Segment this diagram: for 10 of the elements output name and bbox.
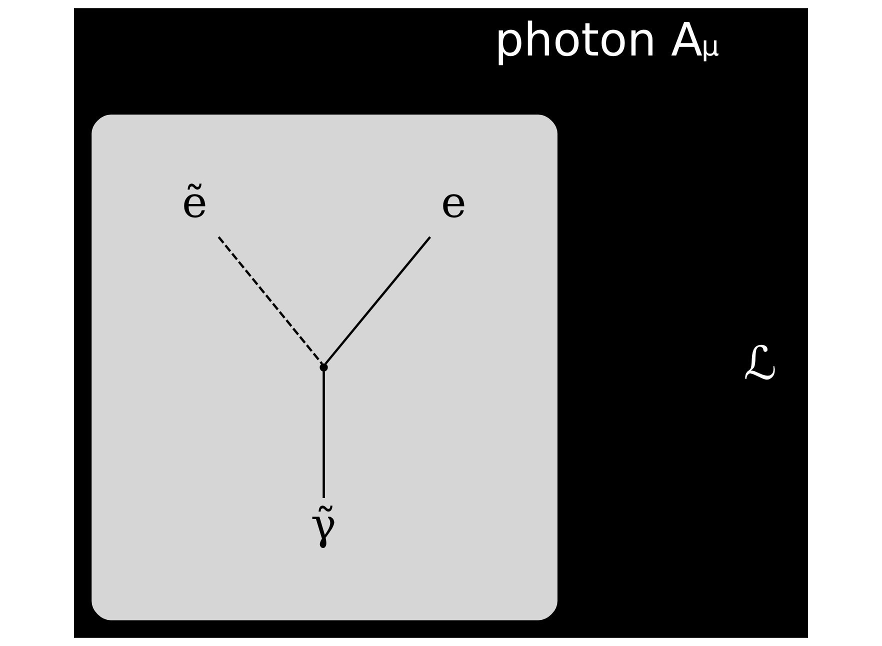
connector [218, 236, 323, 365]
node-text: γ̃ [310, 500, 336, 550]
label: ℒ [744, 336, 777, 390]
node-text: e [441, 178, 466, 228]
connector [324, 236, 432, 365]
node-text: ẽ [182, 178, 208, 228]
label: photon Aμ [494, 12, 720, 67]
connector [322, 371, 325, 498]
node-point [320, 363, 328, 372]
cluster [92, 114, 558, 620]
